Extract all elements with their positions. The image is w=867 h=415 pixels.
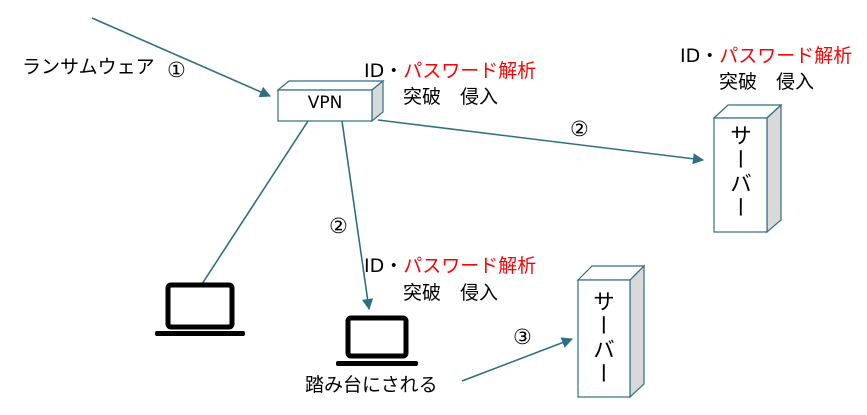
server-lower <box>576 264 646 399</box>
server-upper <box>712 103 783 234</box>
vpn-breach-text: 突破 侵入 <box>403 86 499 108</box>
step-1-marker: ① <box>167 58 186 82</box>
server-label: サーバー <box>589 290 614 386</box>
password-analysis-text: パスワード解析 <box>403 60 537 82</box>
password-analysis-text: パスワード解析 <box>719 45 853 67</box>
id-prefix: ID・ <box>364 255 404 277</box>
vpn-label: VPN <box>307 93 343 113</box>
step-2-marker: ② <box>570 117 589 141</box>
vpn-to-laptop-left-line <box>201 120 309 285</box>
ransomware-label: ランサムウェア <box>22 56 155 78</box>
laptop-icon <box>336 315 418 366</box>
server-label: サーバー <box>726 124 751 220</box>
server-attack-annotation: ID・パスワード解析 <box>680 47 852 66</box>
vpn-box <box>276 79 385 123</box>
step-3-marker: ③ <box>513 325 532 349</box>
laptop-icon <box>155 282 245 336</box>
laptop-attack-annotation: ID・パスワード解析 <box>364 257 536 276</box>
vpn-to-laptop-center-arrow <box>341 120 374 311</box>
stepping-stone-label: 踏み台にされる <box>305 374 438 396</box>
laptop-to-server-arrow <box>461 337 574 382</box>
vpn-attack-annotation: ID・パスワード解析 <box>364 62 536 81</box>
step-2-marker: ② <box>329 214 348 238</box>
id-prefix: ID・ <box>680 45 720 67</box>
ransomware-arrow <box>91 17 272 98</box>
id-prefix: ID・ <box>364 60 404 82</box>
server-breach-text: 突破 侵入 <box>719 71 815 93</box>
vpn-to-server-arrow <box>377 119 705 165</box>
laptop-breach-text: 突破 侵入 <box>403 282 499 304</box>
password-analysis-text: パスワード解析 <box>403 255 537 277</box>
